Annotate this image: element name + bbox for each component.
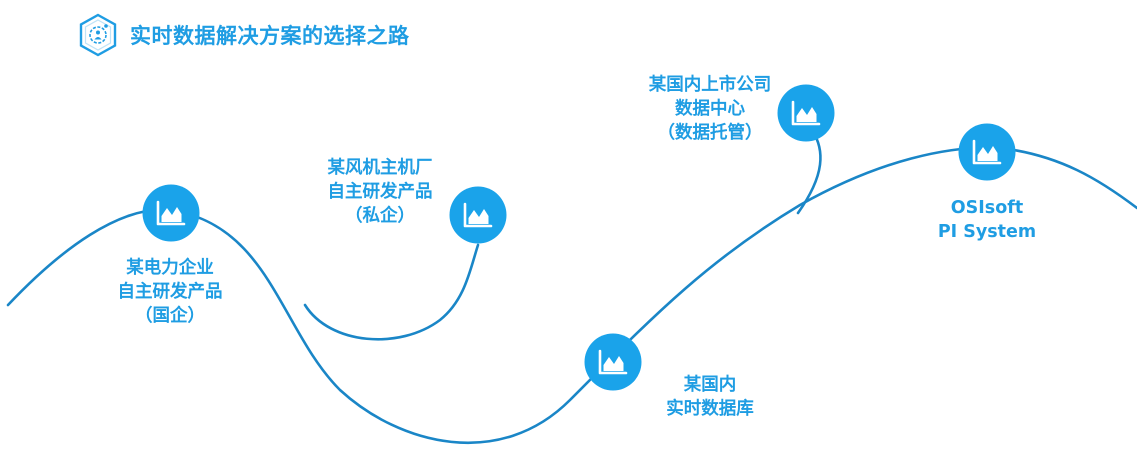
label-line: 某风机主机厂: [327, 158, 433, 178]
branch-curve-private: [303, 243, 480, 341]
header: 实时数据解决方案的选择之路: [78, 13, 410, 57]
label-line: 自主研发产品: [117, 282, 223, 302]
label-line: 某国内: [683, 375, 737, 395]
area-chart-icon: [584, 333, 642, 391]
label-line: 某国内上市公司: [648, 75, 772, 95]
label-line: （私企）: [345, 206, 415, 226]
milestone-node-state-owned[interactable]: [141, 183, 201, 243]
label-line: OSIsoft: [950, 198, 1024, 218]
milestone-node-listed-dc[interactable]: [776, 83, 836, 143]
area-chart-icon: [958, 123, 1016, 181]
gear-people-icon: [79, 13, 117, 57]
area-chart-icon: [142, 184, 200, 242]
label-line: （数据托管）: [657, 123, 763, 143]
milestone-label-state-owned: 某电力企业 自主研发产品 （国企）: [80, 256, 260, 328]
area-chart-icon: [777, 84, 835, 142]
page-title: 实时数据解决方案的选择之路: [130, 24, 410, 48]
label-line: 自主研发产品: [327, 182, 433, 202]
milestone-label-private: 某风机主机厂 自主研发产品 （私企）: [290, 156, 470, 228]
milestone-label-osisoft: OSIsoft PI System: [912, 196, 1062, 244]
label-line: 数据中心: [675, 99, 745, 119]
milestone-label-listed-dc: 某国内上市公司 数据中心 （数据托管）: [620, 73, 800, 145]
label-line: 实时数据库: [666, 399, 754, 419]
milestone-node-domestic-db[interactable]: [583, 332, 643, 392]
label-line: （国企）: [135, 306, 205, 326]
label-line: PI System: [937, 222, 1037, 242]
milestone-node-osisoft[interactable]: [957, 122, 1017, 182]
milestone-label-domestic-db: 某国内 实时数据库: [630, 373, 790, 421]
area-chart-icon: [449, 186, 507, 244]
label-line: 某电力企业: [126, 258, 214, 278]
milestone-node-private[interactable]: [448, 185, 508, 245]
